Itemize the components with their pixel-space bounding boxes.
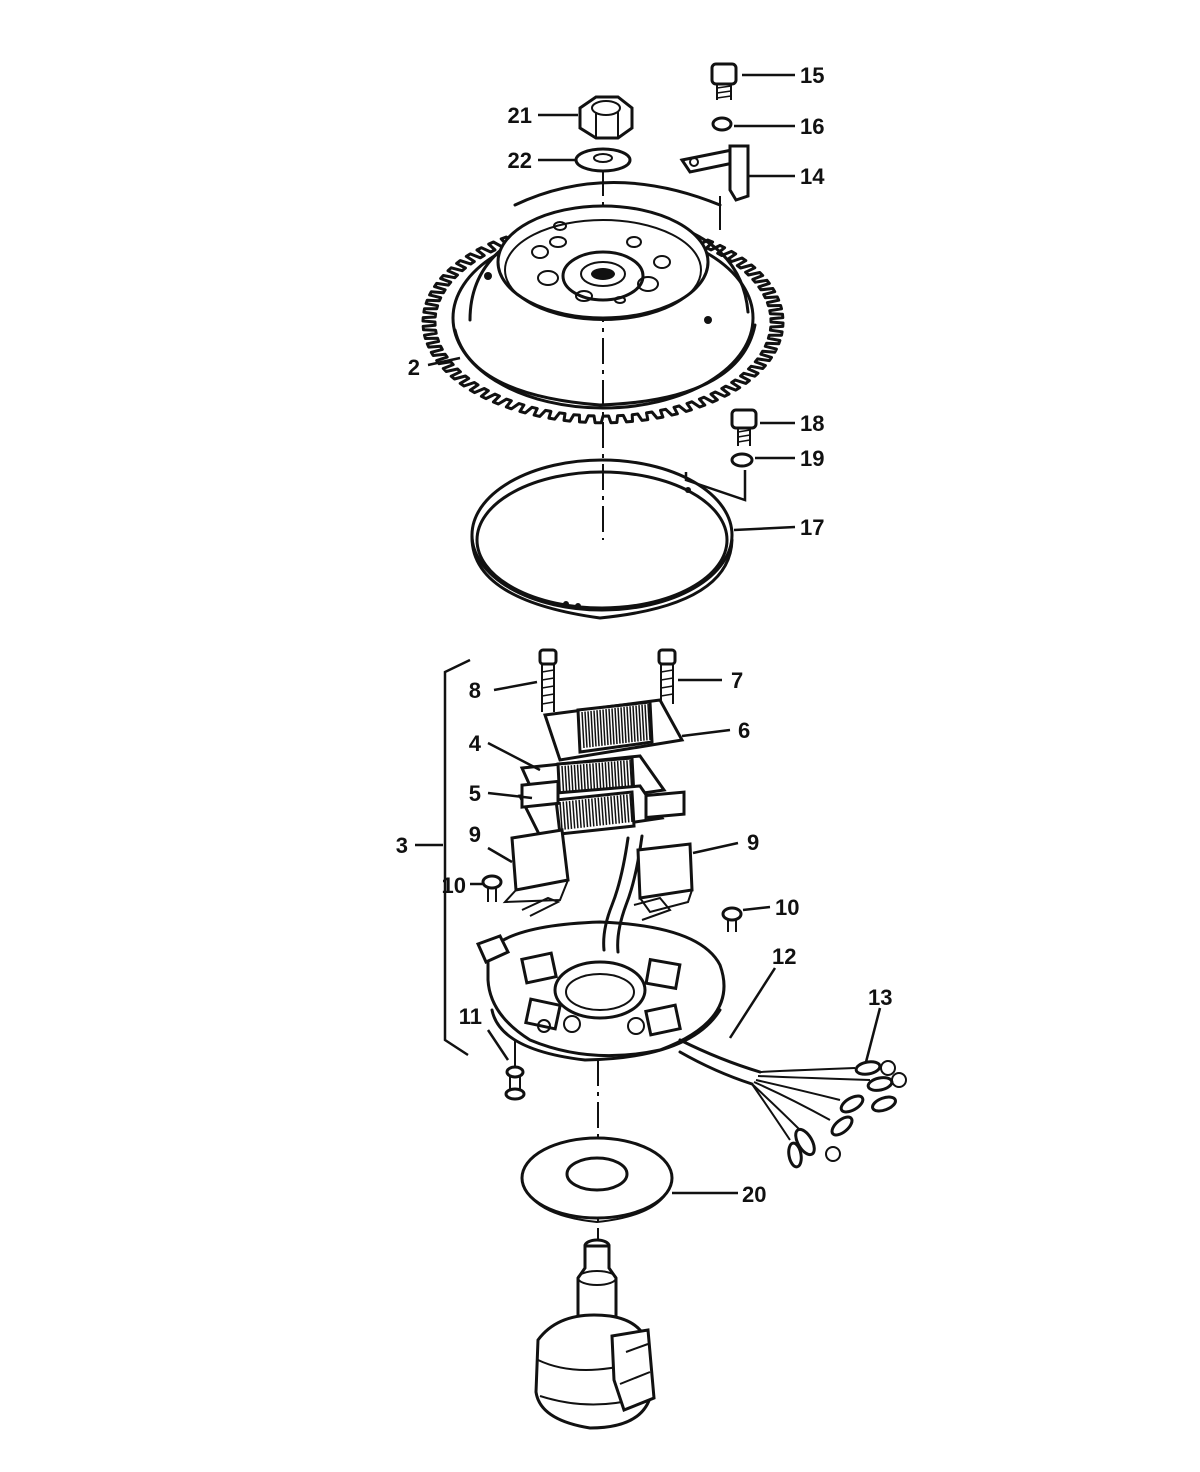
flywheel xyxy=(421,181,785,425)
coil-winding-line xyxy=(611,708,615,745)
coil-winding-line xyxy=(602,709,606,746)
wire-terminals xyxy=(787,1060,907,1169)
coil-winding-line xyxy=(593,710,597,747)
callout-13: 13 xyxy=(868,985,892,1010)
callout-20: 20 xyxy=(742,1182,766,1207)
coil-winding-line xyxy=(587,798,592,827)
coil-winding-line xyxy=(565,801,570,830)
stator-mounting-screw xyxy=(504,1040,526,1101)
callout-9-left: 9 xyxy=(469,822,481,847)
plate-washer xyxy=(730,452,754,468)
flywheel-cover-plate xyxy=(470,458,734,620)
callout-6: 6 xyxy=(738,718,750,743)
coil-winding-line xyxy=(603,796,608,825)
coil-winding-line xyxy=(635,705,639,742)
trigger-module-right xyxy=(633,790,694,921)
coil-winding-line xyxy=(606,796,611,825)
coil-winding-line xyxy=(623,706,627,743)
coil-winding-line xyxy=(617,707,621,744)
callout-14: 14 xyxy=(800,164,825,189)
callout-labels: 2 3 4 5 6 7 8 9 9 10 10 11 12 13 14 15 1… xyxy=(396,63,893,1207)
callout-3: 3 xyxy=(396,833,408,858)
coil-winding-line xyxy=(578,799,582,828)
coil-winding-line xyxy=(568,800,573,829)
flywheel-washer xyxy=(574,147,632,173)
coil-winding-line xyxy=(571,800,576,829)
coil-winding-line xyxy=(597,797,601,826)
stator-base-plate xyxy=(475,920,726,1062)
coil-winding-line xyxy=(632,705,636,742)
module-screw-left xyxy=(481,874,503,902)
coil-winding-line xyxy=(622,794,627,823)
coil-winding-line xyxy=(626,794,630,823)
callout-4: 4 xyxy=(469,731,482,756)
callout-22: 22 xyxy=(508,148,532,173)
coil-winding-line xyxy=(575,800,579,829)
callout-8: 8 xyxy=(469,678,481,703)
crankshaft xyxy=(534,1238,656,1430)
coil-winding-line xyxy=(616,795,621,824)
callout-10-left: 10 xyxy=(442,873,466,898)
coil-winding-line xyxy=(629,793,633,823)
coil-winding-line xyxy=(584,799,589,828)
callout-10-right: 10 xyxy=(775,895,799,920)
callout-15: 15 xyxy=(800,63,824,88)
coil-winding-line xyxy=(614,707,618,745)
callout-7: 7 xyxy=(731,668,743,693)
plate-screw xyxy=(730,408,758,446)
coil-winding-line xyxy=(605,709,609,746)
callout-16: 16 xyxy=(800,114,824,139)
callout-5: 5 xyxy=(469,781,481,806)
coil-winding-line xyxy=(559,801,563,831)
trigger-module-left xyxy=(502,779,570,917)
callout-21: 21 xyxy=(508,103,532,128)
coil-winding-line xyxy=(584,711,588,748)
coil-winding-line xyxy=(641,704,645,741)
coil-winding-line xyxy=(590,710,594,747)
coil-screw-left xyxy=(538,648,558,712)
coil-winding-line xyxy=(638,705,642,742)
wire-harness xyxy=(678,1038,871,1141)
coil-winding-line xyxy=(599,709,603,746)
module-screw-right xyxy=(721,906,743,932)
coil-winding-line xyxy=(613,795,617,824)
coil-winding-line xyxy=(594,797,598,827)
stator-spacer-washer xyxy=(520,1136,674,1224)
coil-winding-line xyxy=(619,795,624,824)
stator-assembly-bracket xyxy=(443,658,471,1057)
coil-winding-line xyxy=(591,798,595,827)
callout-2: 2 xyxy=(408,355,420,380)
coil-winding-line xyxy=(587,711,591,748)
leader-lines xyxy=(415,73,882,1195)
coil-winding-line xyxy=(581,711,585,749)
coil-winding-line xyxy=(626,706,630,743)
coil-screw-right xyxy=(657,648,677,704)
coil-lead-harness xyxy=(602,836,630,952)
coil-winding-line xyxy=(647,703,651,741)
callout-17: 17 xyxy=(800,515,824,540)
coil-winding-line xyxy=(581,799,586,828)
coil-winding-line xyxy=(610,796,614,825)
plate-screw-axis xyxy=(684,470,747,502)
bracket-lockwasher xyxy=(711,116,733,132)
coil-winding-line xyxy=(620,707,624,744)
coil-winding-line xyxy=(644,704,648,741)
callout-11: 11 xyxy=(459,1004,482,1029)
coil-winding-line xyxy=(608,708,612,745)
coil-winding-line xyxy=(629,706,633,743)
callout-19: 19 xyxy=(800,446,824,471)
timing-pointer-bracket xyxy=(679,144,750,230)
coil-winding-line xyxy=(596,710,600,747)
bracket-screw xyxy=(710,62,738,100)
callout-18: 18 xyxy=(800,411,824,436)
coil-winding-line xyxy=(600,797,605,826)
callout-12: 12 xyxy=(772,944,796,969)
coil-winding-line xyxy=(562,801,566,830)
flywheel-nut xyxy=(578,95,634,140)
charging-coil-upper xyxy=(543,698,685,762)
callout-9-right: 9 xyxy=(747,830,759,855)
